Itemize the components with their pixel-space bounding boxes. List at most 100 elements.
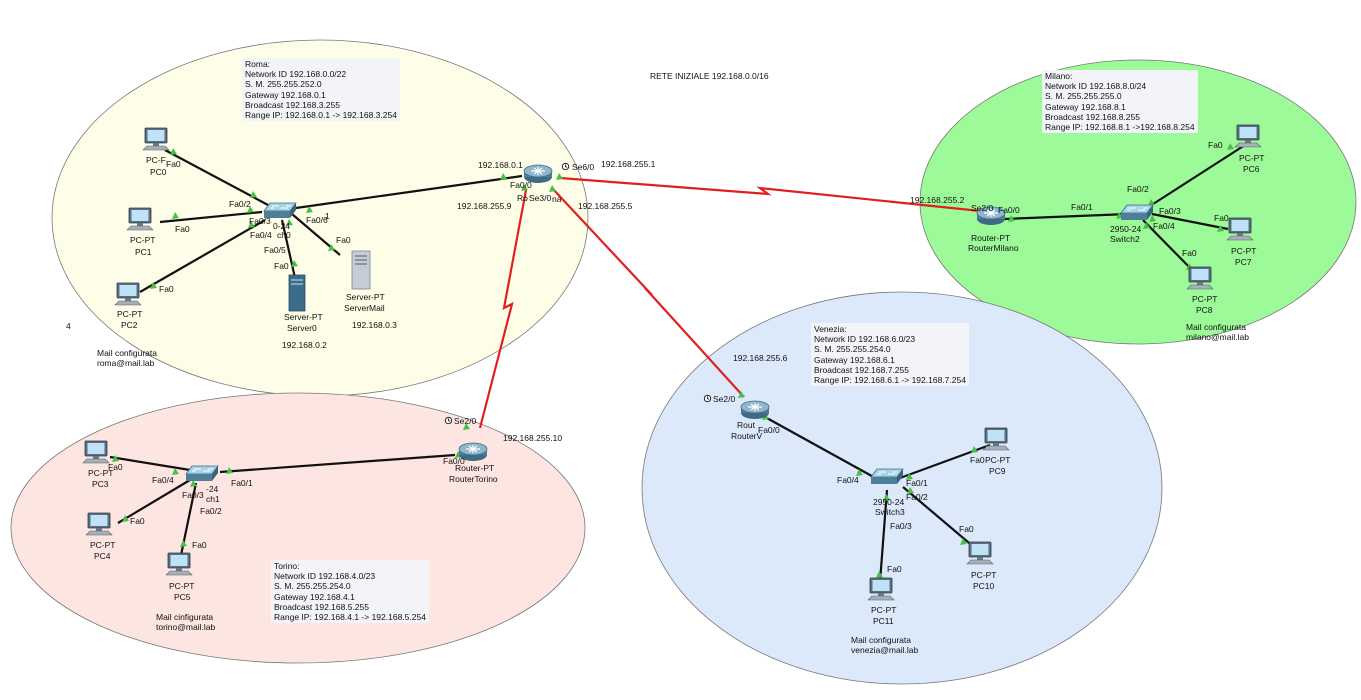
note-line: milano@mail.lab: [1186, 332, 1249, 343]
switch2-icon[interactable]: [1120, 204, 1154, 221]
venezia-info-note: Venezia: Network ID 192.168.6.0/23 S. M.…: [811, 323, 969, 387]
pc9-icon[interactable]: [982, 427, 1010, 451]
label-ip: 192.168.255.10: [503, 433, 562, 443]
pc8-icon[interactable]: [1186, 266, 1214, 290]
port-indicators: [112, 143, 1234, 578]
note-line: venezia@mail.lab: [851, 645, 919, 656]
label-port: Fa0: [959, 524, 974, 534]
note-line: Venezia:: [814, 324, 847, 334]
note-line: Broadcast 192.168.8.255: [1045, 111, 1140, 122]
pc2-type: PC-PT: [117, 309, 143, 319]
pc9-type: PC-PT: [985, 455, 1011, 465]
note-line: Range IP: 192.168.0.1 -> 192.168.3.254: [245, 110, 397, 121]
pc6-icon[interactable]: [1234, 124, 1262, 148]
switch-name: Switch2: [1110, 234, 1140, 244]
pc1-type: PC-PT: [130, 235, 156, 245]
pc7-icon[interactable]: [1226, 217, 1254, 241]
pc1-name: PC1: [135, 247, 152, 257]
pc5-icon[interactable]: [165, 552, 193, 576]
roma-info-note: Roma: Network ID 192.168.0.0/22 S. M. 25…: [242, 58, 400, 122]
label-ip: 192.168.0.1: [478, 160, 523, 170]
router-venezia-icon[interactable]: [740, 400, 770, 420]
pc10-name: PC10: [973, 581, 995, 591]
label-port: Fa0: [336, 235, 351, 245]
router-milano-name: RouterMilano: [968, 243, 1019, 253]
label-port: Fa0/4: [250, 230, 272, 240]
label-ip: 192.168.255.9: [457, 201, 512, 211]
server0-ip: 192.168.0.2: [282, 340, 327, 350]
switch3-icon[interactable]: [870, 468, 904, 485]
note-line: torino@mail.lab: [156, 622, 216, 633]
label-port: Fa0/5: [264, 245, 286, 255]
pc10-type: PC-PT: [971, 570, 997, 580]
pc1-icon[interactable]: [126, 207, 154, 231]
label-port: Se2/0: [454, 416, 476, 426]
label-port: Fa0/4: [1153, 221, 1175, 231]
pc10-icon[interactable]: [966, 541, 994, 565]
serial-links: [478, 176, 991, 429]
note-line: Mail cinfigurata: [156, 612, 214, 622]
note-line: Network ID 192.168.6.0/23: [814, 334, 916, 345]
milano-mail-note: Mail configurata milano@mail.lab: [1186, 322, 1249, 342]
zone-torino: [10, 392, 586, 664]
pc9-name: PC9: [989, 466, 1006, 476]
pc2-name: PC2: [121, 320, 138, 330]
label-ip: 192.168.255.2: [910, 195, 965, 205]
label-port: Fa0: [1182, 248, 1197, 258]
label-port: Fa0: [1214, 213, 1229, 223]
label-port: Fa0/1: [231, 478, 253, 488]
router-roma-label: na: [552, 194, 562, 204]
router-venezia-type: Rout: [737, 420, 756, 430]
note-line: Gateway 192.168.8.1: [1045, 101, 1126, 112]
servermail-type: Server-PT: [346, 292, 385, 302]
pc2-icon[interactable]: [114, 282, 142, 306]
roma-mail-note: Mail configurata roma@mail.lab: [97, 348, 157, 368]
router-venezia-name: RouterV: [731, 431, 763, 441]
label-port: Se2/0: [971, 203, 993, 213]
note-line: Gateway 192.168.0.1: [245, 89, 326, 100]
pc7-type: PC-PT: [1231, 246, 1257, 256]
label-port: Fa0/2: [200, 506, 222, 516]
label-port: Fa0/2: [906, 492, 928, 502]
note-line: Broadcast 192.168.7.255: [814, 364, 909, 375]
label-port: Fa0: [175, 224, 190, 234]
switch-name: Switch3: [875, 507, 905, 517]
label-port: Se6/0: [572, 162, 594, 172]
pc3-name: PC3: [92, 479, 109, 489]
router-milano-type: Router-PT: [971, 233, 1010, 243]
note-line: Mail configurata: [851, 635, 912, 645]
note-line: Roma:: [245, 59, 271, 69]
server0-icon[interactable]: [288, 274, 306, 312]
note-line: Gateway 192.168.6.1: [814, 354, 895, 365]
label-port: Fa0/2: [229, 199, 251, 209]
label-port: Fa0: [130, 516, 145, 526]
note-line: Milano:: [1045, 71, 1073, 81]
servermail-ip: 192.168.0.3: [352, 320, 397, 330]
pc0-type: PC-F: [146, 155, 166, 165]
server0-name: Server0: [287, 323, 317, 333]
note-line: S. M. 255.255.254.0: [814, 344, 891, 355]
torino-info-note: Torino: Network ID 192.168.4.0/23 S. M. …: [271, 560, 429, 624]
pc6-type: PC-PT: [1239, 153, 1265, 163]
pc4-icon[interactable]: [85, 512, 113, 536]
label-port: Fa0: [159, 284, 174, 294]
pc11-icon[interactable]: [867, 577, 895, 601]
note-line: Mail configurata: [1186, 322, 1247, 332]
label-port: Fa0/3: [249, 216, 271, 226]
note-line: Network ID 192.168.8.0/24: [1045, 81, 1147, 92]
servermail-icon[interactable]: [351, 250, 371, 290]
switch-model: 2950-24: [1110, 224, 1141, 234]
switch1-torino-icon[interactable]: [185, 465, 219, 482]
pc3-icon[interactable]: [82, 440, 110, 464]
label-ip: 192.168.255.6: [733, 353, 788, 363]
pc0-icon[interactable]: [142, 127, 170, 151]
clock-icon: [703, 394, 712, 403]
pc7-name: PC7: [1235, 257, 1252, 267]
note-line: Torino:: [274, 561, 300, 571]
note-line: Broadcast 192.168.3.255: [245, 99, 340, 110]
milano-info-note: Milano: Network ID 192.168.8.0/24 S. M. …: [1042, 70, 1198, 134]
label-port: Fa0/4: [837, 475, 859, 485]
label-port: Fa0: [970, 455, 985, 465]
label-port: Fa0/1: [1071, 202, 1093, 212]
